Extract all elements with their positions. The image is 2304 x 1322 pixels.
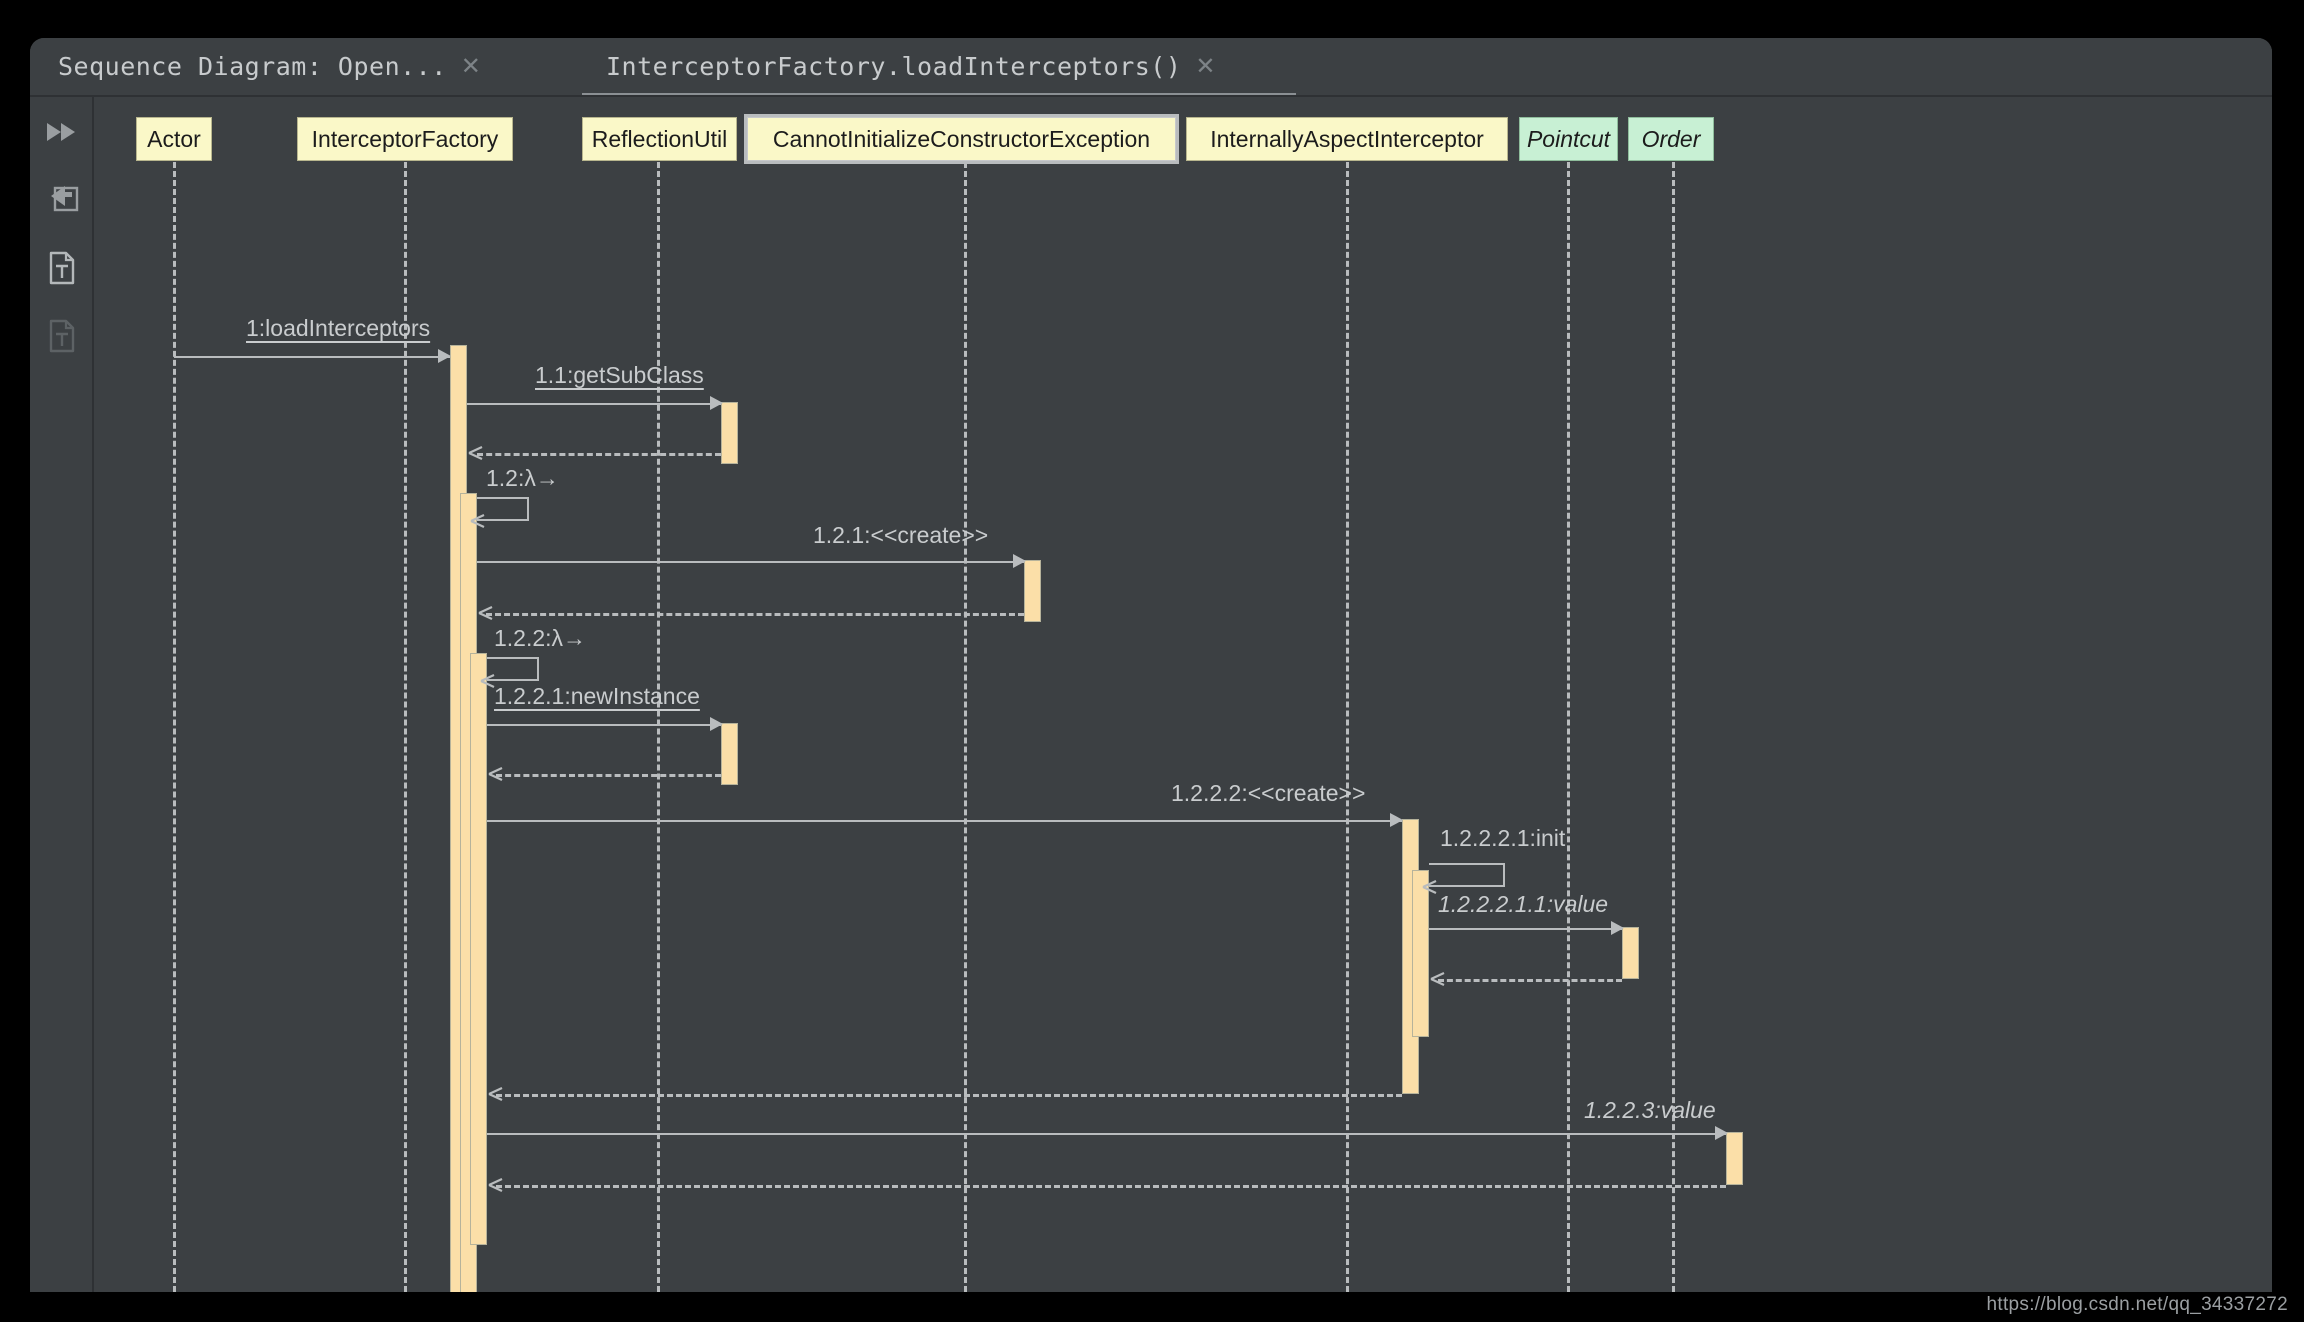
message-label-1-2-2: 1.2.2:λ→ [494,625,587,651]
message-label-1-2-2-2: 1.2.2.2:<<create>> [1171,780,1366,806]
lifeline-actor [173,162,176,1292]
message-label-1-2: 1.2:λ→ [486,465,559,491]
activation-reflect-2 [721,723,738,785]
text-document-icon[interactable] [43,249,81,287]
message-label-1-2-2-2-1: 1.2.2.2.1:init [1440,825,1566,851]
lifeline-factory [404,162,407,1292]
activation-factory-lvl2 [470,653,487,1245]
message-line-1-1 [467,403,721,405]
message-label-1: 1:loadInterceptors [246,315,431,341]
tab-bar: Sequence Diagram: Open... ✕ InterceptorF… [30,38,2272,98]
participant-label: ReflectionUtil [591,125,728,152]
participant-header-actor[interactable]: Actor [136,117,212,161]
return-line-1-2-2-3 [496,1185,1726,1188]
participant-header-cannotinitializeconstructorexception[interactable]: CannotInitializeConstructorException [744,114,1179,164]
activation-pointcut-1 [1622,927,1639,979]
lifeline-internally [1346,162,1349,1292]
selfcall-arrow-1-2-2-2-1 [1422,880,1437,894]
participant-header-order[interactable]: Order [1628,117,1714,161]
participant-label: Pointcut [1526,125,1611,152]
return-arrow-1-1 [468,446,483,460]
selfcall-arrow-1-2-2 [480,674,495,688]
participant-label: CannotInitializeConstructorException [772,125,1151,152]
message-label-1-2-2-1: 1.2.2.1:newInstance [494,683,700,709]
lifeline-reflect [657,162,660,1292]
message-line-1-2-2-2 [487,820,1402,822]
activation-order-1 [1726,1132,1743,1185]
return-line-1-2-2-2 [496,1094,1402,1097]
message-arrow-1-2-2-2 [1390,813,1403,827]
return-arrow-1-2-2-2 [488,1087,503,1101]
message-line-1-2-2-1 [487,724,721,726]
rail-divider [92,97,94,1292]
tab-sequence-diagram-open[interactable]: Sequence Diagram: Open... ✕ [58,38,481,95]
tool-rail [30,97,92,1292]
selfcall-box-1-2-2 [487,657,539,681]
close-icon[interactable]: ✕ [1195,53,1216,80]
selfcall-box-1-2 [477,497,529,521]
participant-label: InternallyAspectInterceptor [1210,125,1484,152]
return-line-1-2-2-1 [496,774,721,777]
message-arrow-1 [438,349,451,363]
sequence-diagram-canvas[interactable]: Actor InterceptorFactory ReflectionUtil … [94,97,2272,1292]
participant-label: Order [1641,125,1701,152]
participant-label: Actor [147,125,201,152]
return-line-1-1 [477,453,721,456]
participant-header-pointcut[interactable]: Pointcut [1519,117,1618,161]
message-arrow-1-1 [710,396,723,410]
return-arrow-1-2-2-3 [488,1178,503,1192]
tab-bar-divider [30,95,2272,97]
message-arrow-1-2-2-2-1-1 [1611,921,1624,935]
participant-label: InterceptorFactory [311,125,499,152]
activation-cannot-1 [1024,560,1041,622]
message-label-1-2-2-3: 1.2.2.3:value [1584,1097,1716,1123]
tab-label: InterceptorFactory.loadInterceptors() [606,52,1182,81]
lifeline-cannot [964,162,967,1292]
tab-label: Sequence Diagram: Open... [58,52,447,81]
message-label-1-2-1: 1.2.1:<<create>> [813,522,989,548]
tab-interceptorfactory-loadinterceptors[interactable]: InterceptorFactory.loadInterceptors() ✕ [606,38,1216,95]
activation-internally-lvl1 [1412,870,1429,1037]
return-arrow-1-2-1 [478,606,493,620]
selfcall-box-1-2-2-2-1 [1429,863,1505,887]
message-label-1-2-2-2-1-1: 1.2.2.2.1.1:value [1438,891,1609,917]
message-arrow-1-2-2-3 [1715,1126,1728,1140]
diagram-window-panel: Sequence Diagram: Open... ✕ InterceptorF… [30,38,2272,1292]
text-document-disabled-icon [43,317,81,355]
message-label-1-1: 1.1:getSubClass [535,362,704,388]
lifeline-order [1672,162,1675,1292]
message-line-1 [174,356,450,358]
message-line-1-2-2-2-1-1 [1429,928,1622,930]
message-arrow-1-2-1 [1013,554,1026,568]
message-line-1-2-2-3 [487,1133,1726,1135]
message-line-1-2-1 [477,561,1024,563]
return-line-1-2-2-2-1-1 [1438,979,1622,982]
watermark: https://blog.csdn.net/qq_34337272 [1986,1294,2288,1315]
return-line-1-2-1 [486,613,1024,616]
close-icon[interactable]: ✕ [460,53,481,80]
back-arrow-icon[interactable] [43,181,81,219]
return-arrow-1-2-2-2-1-1 [1430,972,1445,986]
message-arrow-1-2-2-1 [710,717,723,731]
fast-forward-icon[interactable] [43,113,81,151]
participant-header-internallyaspectinterceptor[interactable]: InternallyAspectInterceptor [1186,117,1508,161]
return-arrow-1-2-2-1 [488,767,503,781]
participant-header-reflectionutil[interactable]: ReflectionUtil [582,117,737,161]
lifeline-pointcut [1567,162,1570,1292]
participant-header-factory[interactable]: InterceptorFactory [297,117,513,161]
selfcall-arrow-1-2 [470,514,485,528]
activation-reflect-1 [721,402,738,464]
